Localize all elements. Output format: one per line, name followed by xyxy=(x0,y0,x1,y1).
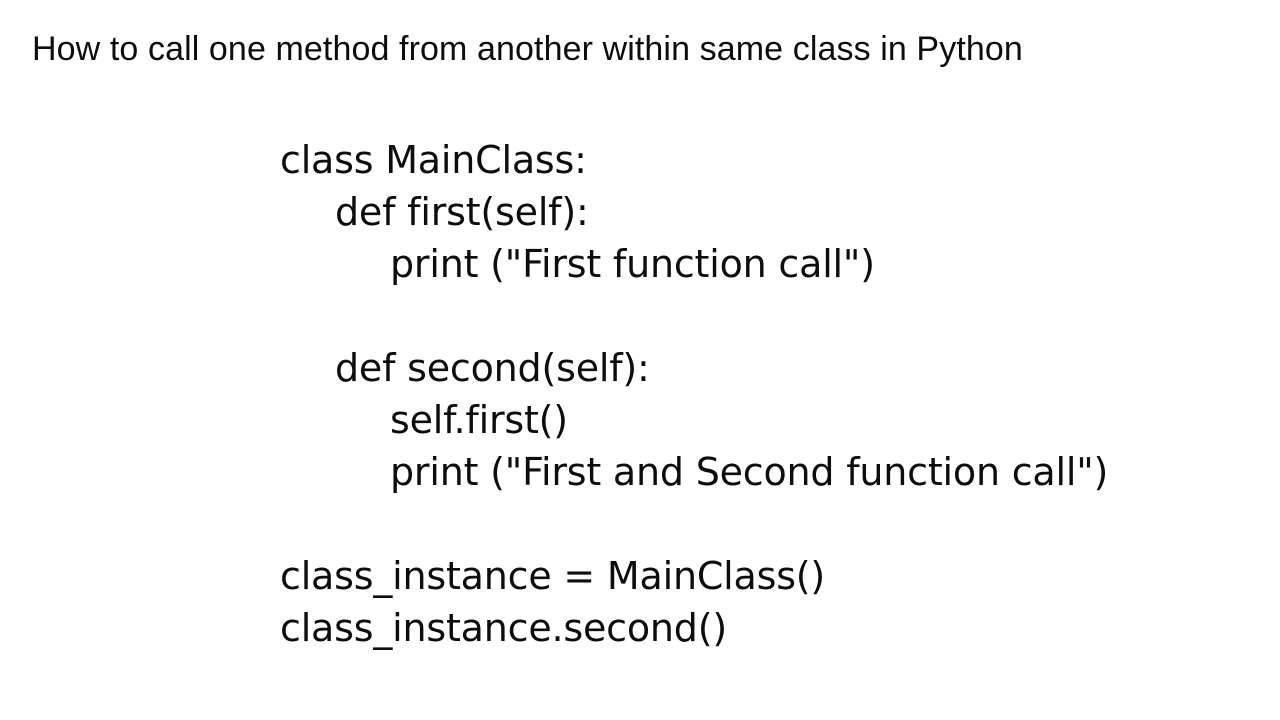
code-line: print ("First function call") xyxy=(390,242,875,286)
code-line: class MainClass: xyxy=(280,138,587,182)
code-line: def second(self): xyxy=(335,346,650,390)
code-line: def first(self): xyxy=(335,190,589,234)
code-line: class_instance.second() xyxy=(280,606,727,650)
code-line: print ("First and Second function call") xyxy=(390,450,1109,494)
code-line: class_instance = MainClass() xyxy=(280,554,826,598)
code-block: class MainClass: def first(self): print ("… xyxy=(280,134,1260,654)
page-title: How to call one method from another with… xyxy=(32,30,1023,68)
code-line-blank xyxy=(280,498,1260,550)
code-line: self.first() xyxy=(390,398,568,442)
code-line-blank xyxy=(280,290,1260,342)
